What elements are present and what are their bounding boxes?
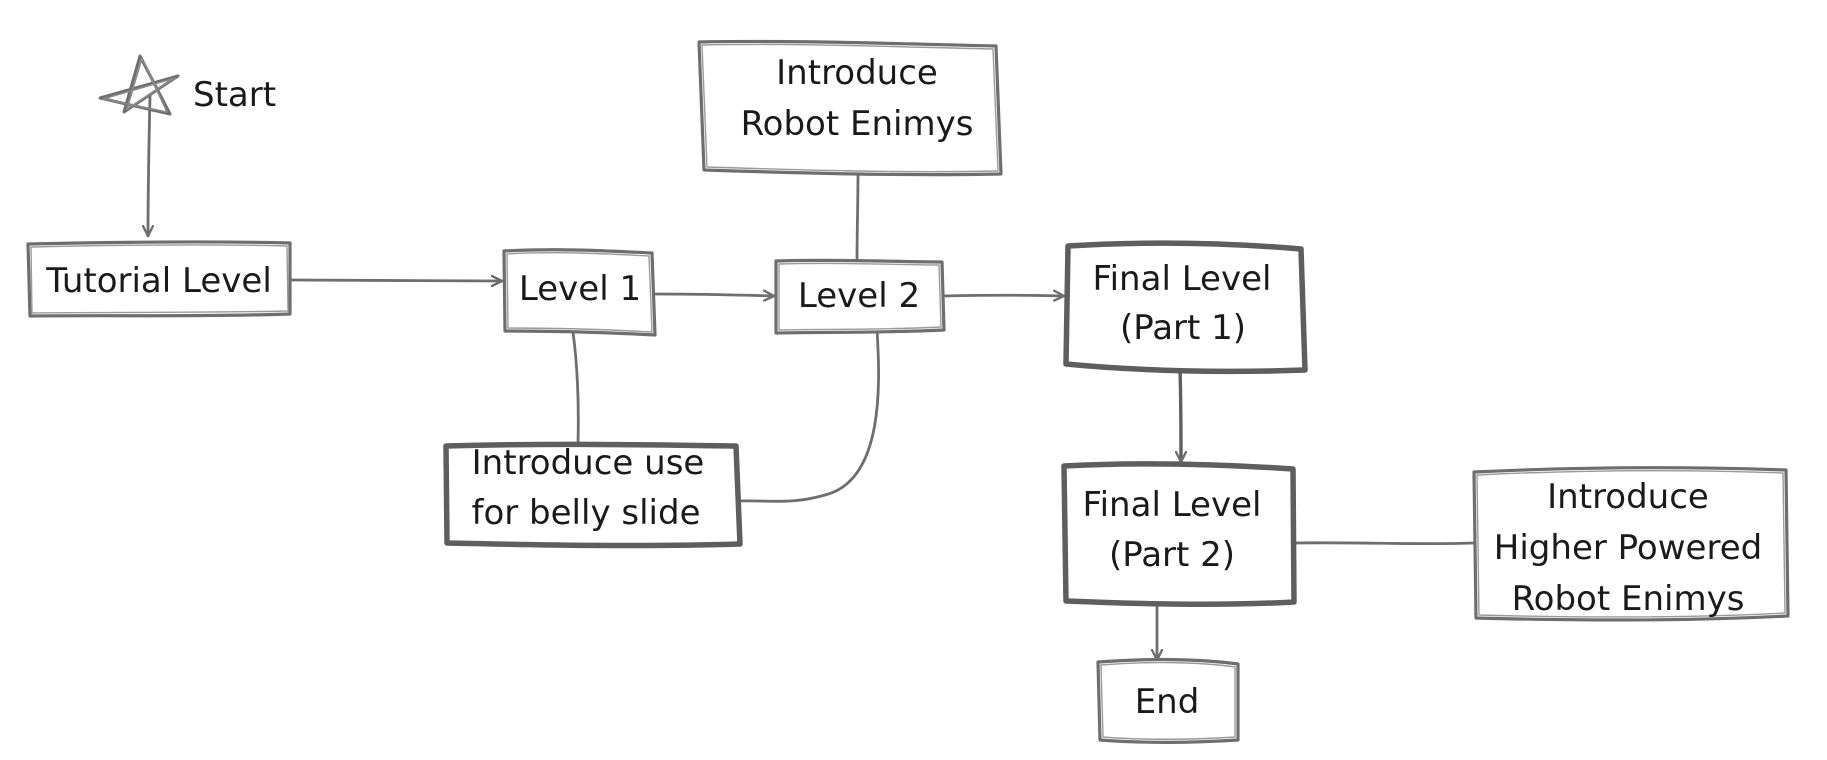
node-introduce-robot-enimys-line-1: Introduce	[776, 53, 938, 93]
node-final-level-part-1-line-1: Final Level	[1093, 259, 1272, 299]
connector-robots-to-level2	[855, 170, 860, 265]
node-end-label: End	[1135, 682, 1200, 722]
connector-start-to-tutorial	[148, 94, 150, 238]
node-introduce-higher-powered-robot-enimys-line-3: Robot Enimys	[1512, 579, 1745, 619]
connector-tutorial-to-level1	[290, 280, 504, 281]
node-level-1-label: Level 1	[519, 269, 641, 309]
node-introduce-higher-powered-robot-enimys-line-2: Higher Powered	[1494, 528, 1762, 568]
node-introduce-belly-slide[interactable]: Introduce use for belly slide	[443, 441, 743, 549]
node-end[interactable]: End	[1096, 657, 1240, 744]
node-introduce-robot-enimys-line-2: Robot Enimys	[741, 104, 974, 144]
node-tutorial-level-label: Tutorial Level	[45, 261, 272, 301]
node-final-level-part-2-line-1: Final Level	[1083, 485, 1262, 525]
node-introduce-belly-slide-line-1: Introduce use	[472, 443, 705, 483]
connector-level1-to-belly	[571, 330, 580, 445]
node-introduce-belly-slide-line-2: for belly slide	[472, 493, 701, 533]
star-icon	[98, 54, 180, 116]
connector-final1-to-final2	[1180, 368, 1181, 464]
node-tutorial-level[interactable]: Tutorial Level	[26, 240, 292, 318]
node-introduce-higher-powered-robot-enimys-line-1: Introduce	[1547, 477, 1709, 517]
node-start-label: Start	[193, 75, 276, 115]
node-level-2[interactable]: Level 2	[774, 258, 946, 335]
node-final-level-part-1-line-2: (Part 1)	[1120, 308, 1246, 348]
node-level-1[interactable]: Level 1	[502, 248, 657, 337]
node-introduce-robot-enimys[interactable]: Introduce Robot Enimys	[697, 39, 1003, 177]
node-final-level-part-1[interactable]: Final Level (Part 1)	[1063, 240, 1308, 375]
connector-level1-to-level2	[651, 294, 776, 296]
node-introduce-higher-powered-robot-enimys[interactable]: Introduce Higher Powered Robot Enimys	[1472, 466, 1790, 622]
connector-final2-to-higher	[1292, 541, 1476, 546]
connector-level2-to-final1	[941, 295, 1066, 296]
node-final-level-part-2[interactable]: Final Level (Part 2)	[1061, 461, 1297, 607]
node-level-2-label: Level 2	[798, 276, 920, 316]
connector-level2-to-belly	[736, 328, 880, 503]
node-final-level-part-2-line-2: (Part 2)	[1109, 535, 1235, 575]
node-start: Start	[98, 54, 276, 116]
